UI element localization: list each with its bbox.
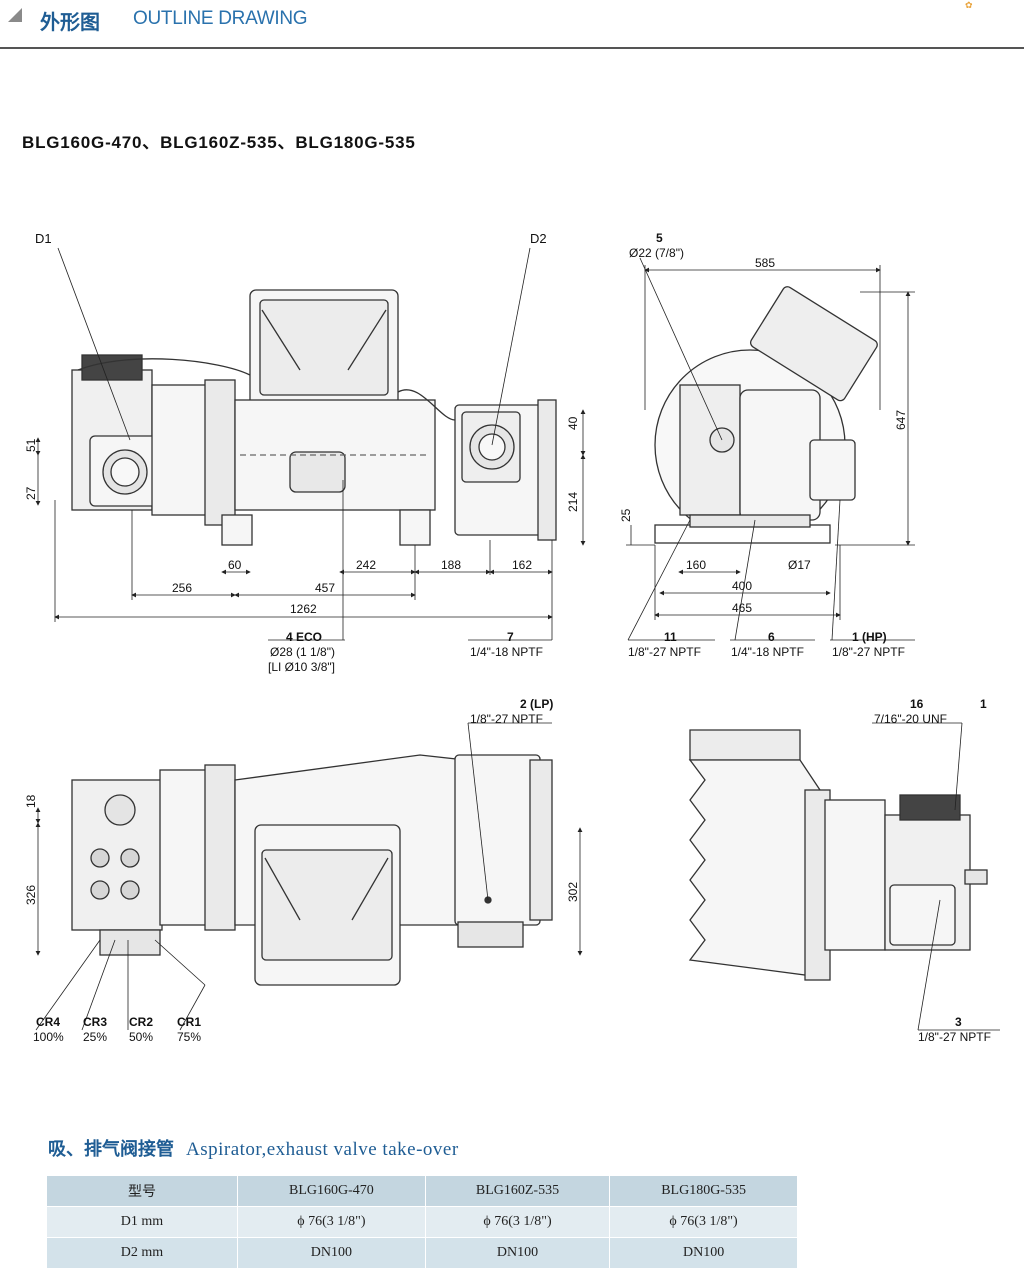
- table-header-cell: BLG180G-535: [609, 1175, 798, 1207]
- eco-title: 4 ECO: [286, 630, 322, 644]
- cr4-percent: 100%: [33, 1030, 64, 1044]
- port7-title: 7: [507, 630, 514, 644]
- dim-465: 465: [732, 601, 752, 615]
- port5-title: 5: [656, 231, 663, 245]
- table-cell: D1 mm: [46, 1206, 238, 1238]
- port11-spec: 1/8"-27 NPTF: [628, 645, 701, 659]
- eco-line1: Ø28 (1 1/8"): [270, 645, 335, 659]
- port11-title: 11: [664, 630, 677, 644]
- models-line: BLG160G-470、BLG160Z-535、BLG180G-535: [22, 133, 416, 152]
- port7-spec: 1/4"-18 NPTF: [470, 645, 543, 659]
- header-triangle-icon: [8, 8, 22, 22]
- dim-51: 51: [24, 438, 38, 452]
- port16-spec: 7/16"-20 UNF: [874, 712, 947, 726]
- port1-label: 1: [980, 697, 987, 711]
- table-header-cell: BLG160G-470: [237, 1175, 426, 1207]
- table-cell: DN100: [424, 1237, 611, 1269]
- cr4-label: CR4: [36, 1015, 60, 1029]
- side-view-drawing: [71, 289, 557, 546]
- header-divider: [0, 47, 1024, 49]
- port6-title: 6: [768, 630, 775, 644]
- dim-1262: 1262: [290, 602, 317, 616]
- cr2-percent: 50%: [129, 1030, 153, 1044]
- dim-302: 302: [566, 882, 580, 902]
- dim-585: 585: [755, 256, 775, 270]
- dim-400: 400: [732, 579, 752, 593]
- table-cell: DN100: [237, 1237, 426, 1269]
- dim-242: 242: [356, 558, 376, 572]
- dim-17: Ø17: [788, 558, 811, 572]
- eco-line2: [LI Ø10 3/8"]: [268, 660, 335, 674]
- label-d1: D1: [35, 231, 52, 246]
- brand-logo-icon: ✿: [965, 0, 973, 10]
- dim-160: 160: [686, 558, 706, 572]
- table-cell: ϕ 76(3 1/8"): [609, 1206, 798, 1238]
- dim-25: 25: [619, 508, 633, 522]
- cr3-label: CR3: [83, 1015, 107, 1029]
- dim-18: 18: [24, 794, 38, 808]
- side-view-dimension-lines: [35, 247, 586, 641]
- detail-view-dimension-lines: [872, 722, 1000, 1031]
- dim-188: 188: [441, 558, 461, 572]
- port3-title: 3: [955, 1015, 962, 1029]
- top-view-drawing: [71, 754, 553, 986]
- table-header-cell: BLG160Z-535: [424, 1175, 611, 1207]
- end-view-drawing: [654, 286, 878, 544]
- table-row: D1 mm ϕ 76(3 1/8") ϕ 76(3 1/8") ϕ 76(3 1…: [46, 1206, 798, 1238]
- dim-162: 162: [512, 558, 532, 572]
- cr1-percent: 75%: [177, 1030, 201, 1044]
- cr2-label: CR2: [129, 1015, 153, 1029]
- port1hp-spec: 1/8"-27 NPTF: [832, 645, 905, 659]
- table-row: D2 mm DN100 DN100 DN100: [46, 1237, 798, 1269]
- cr3-percent: 25%: [83, 1030, 107, 1044]
- table-header-row: 型号 BLG160G-470 BLG160Z-535 BLG180G-535: [46, 1175, 798, 1207]
- table-cell: DN100: [609, 1237, 798, 1269]
- page-header: 外形图 OUTLINE DRAWING ✿: [0, 0, 1024, 50]
- cr1-label: CR1: [177, 1015, 201, 1029]
- top-view-dimension-lines: [35, 722, 583, 1031]
- end-view-dimension-lines: [626, 257, 915, 641]
- port6-spec: 1/4"-18 NPTF: [731, 645, 804, 659]
- dim-214: 214: [566, 492, 580, 512]
- port2lp-spec: 1/8"-27 NPTF: [470, 712, 543, 726]
- port16-title: 16: [910, 697, 924, 711]
- header-title-cn: 外形图: [40, 12, 100, 34]
- port1hp-title: 1 (HP): [852, 630, 887, 644]
- outline-drawings: D1 D2 51 27 40 214 60 242 188 162 256 45…: [24, 231, 1000, 1044]
- valve-table: 型号 BLG160G-470 BLG160Z-535 BLG180G-535 D…: [46, 1175, 798, 1269]
- port3-spec: 1/8"-27 NPTF: [918, 1030, 991, 1044]
- valve-section-title-en: Aspirator,exhaust valve take-over: [186, 1139, 459, 1160]
- label-d2: D2: [530, 231, 547, 246]
- header-title-en: OUTLINE DRAWING: [133, 8, 308, 29]
- dim-60: 60: [228, 558, 242, 572]
- dim-647: 647: [894, 410, 908, 430]
- port2lp-title: 2 (LP): [520, 697, 553, 711]
- port5-spec: Ø22 (7/8"): [629, 246, 684, 260]
- valve-section-title: 吸、排气阀接管 Aspirator,exhaust valve take-over: [48, 1135, 459, 1161]
- table-cell: ϕ 76(3 1/8"): [237, 1206, 426, 1238]
- dim-326: 326: [24, 885, 38, 905]
- dim-457: 457: [315, 581, 335, 595]
- detail-view-drawing: [688, 729, 988, 981]
- dim-256: 256: [172, 581, 192, 595]
- valve-section-title-cn: 吸、排气阀接管: [48, 1139, 174, 1159]
- table-header-cell: 型号: [46, 1175, 238, 1207]
- dim-40: 40: [566, 416, 580, 430]
- dim-27: 27: [24, 486, 38, 500]
- table-cell: D2 mm: [46, 1237, 238, 1269]
- table-cell: ϕ 76(3 1/8"): [424, 1206, 611, 1238]
